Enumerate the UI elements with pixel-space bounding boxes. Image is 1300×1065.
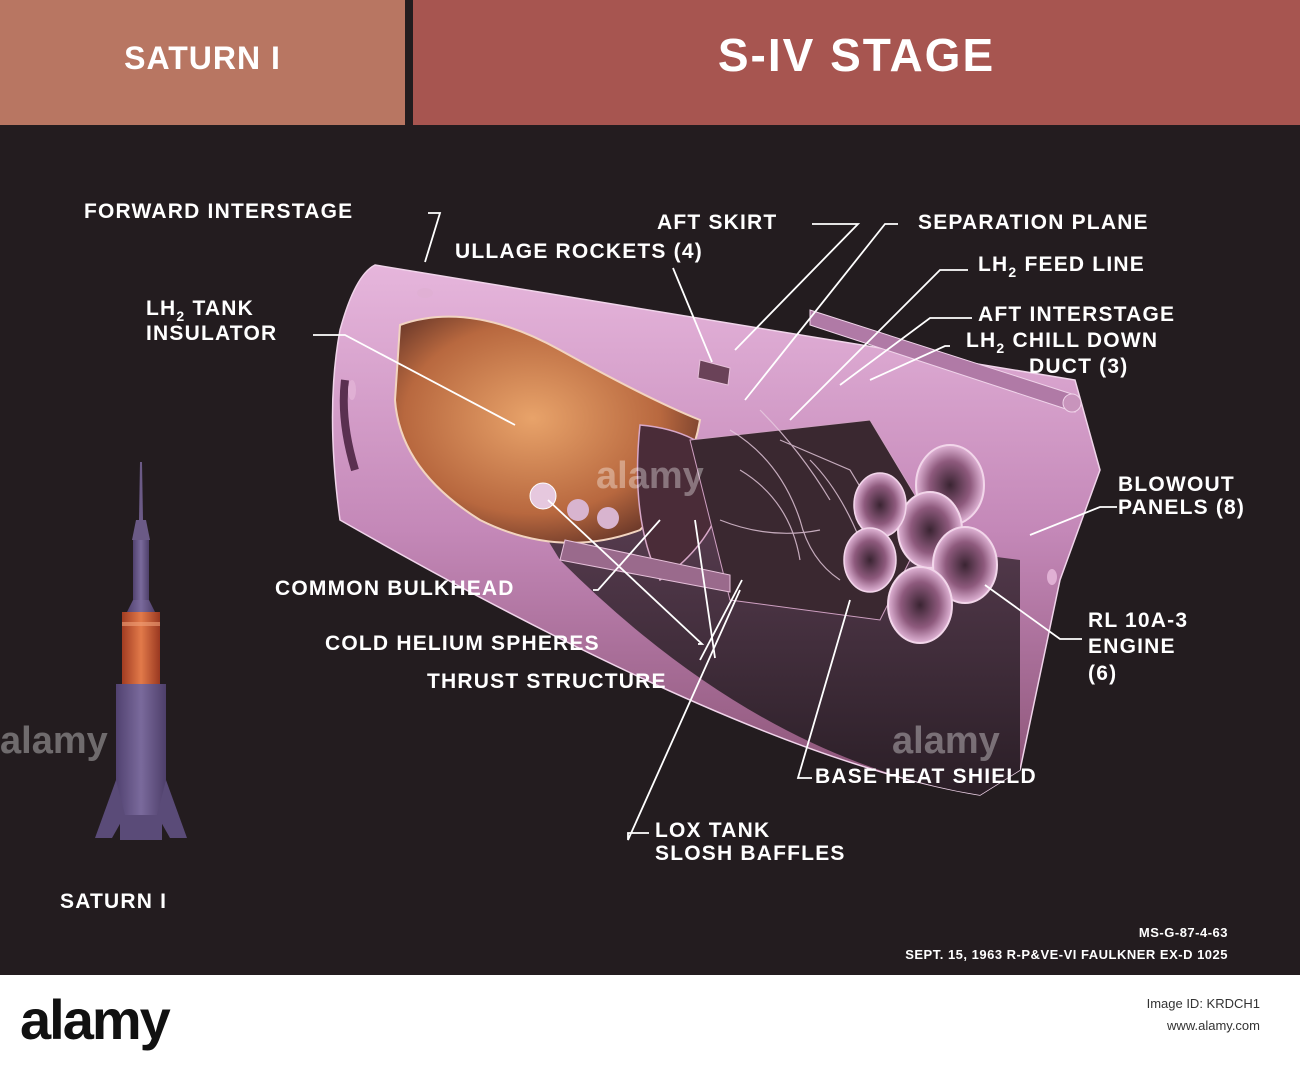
label-engine: ENGINE [1088, 635, 1176, 658]
header-left-panel: SATURN I [0, 0, 405, 125]
credit-line-2: SEPT. 15, 1963 R-P&VE-VI FAULKNER EX-D 1… [905, 947, 1228, 962]
subscript-2: 2 [176, 308, 186, 324]
label-blowout: BLOWOUT [1118, 473, 1235, 496]
label-ullage-rockets: ULLAGE ROCKETS (4) [455, 240, 703, 263]
saturn-rocket-silhouette [95, 462, 187, 840]
footer-info: Image ID: KRDCH1 www.alamy.com [1147, 993, 1260, 1037]
label-engine-count: (6) [1088, 662, 1118, 685]
header-divider [405, 0, 413, 125]
stage-cutaway-diagram [95, 212, 1117, 841]
label-lh2-chill-down: LH2 CHILL DOWN [966, 328, 1159, 356]
lh2-text: LH [978, 253, 1009, 276]
label-rl10: RL 10A-3 [1088, 609, 1189, 632]
label-lh2-tank: LH2 TANK [146, 296, 255, 324]
label-base-heat-shield: BASE HEAT SHIELD [815, 765, 1037, 788]
footer-brand-logo: alamy [20, 988, 171, 1051]
label-forward-interstage: FORWARD INTERSTAGE [84, 200, 354, 223]
header-right-panel: S-IV STAGE [413, 0, 1300, 125]
label-lh2-feed-line: LH2 FEED LINE [978, 252, 1145, 280]
tank-text: TANK [192, 297, 255, 320]
helium-spheres [529, 482, 619, 529]
watermark-right: alamy [892, 720, 1000, 762]
lh2-text: LH [966, 329, 997, 352]
label-thrust-structure: THRUST STRUCTURE [427, 670, 667, 693]
label-aft-interstage: AFT INTERSTAGE [978, 303, 1176, 326]
subscript-2: 2 [996, 340, 1006, 356]
label-duct-count: DUCT (3) [1029, 355, 1129, 378]
footer-image-id: Image ID: KRDCH1 [1146, 996, 1260, 1011]
stock-footer: alamy Image ID: KRDCH1 www.alamy.com [0, 975, 1300, 1065]
header-right-title: S-IV STAGE [717, 29, 996, 81]
footer-site: www.alamy.com [1167, 1018, 1260, 1033]
label-panels: PANELS (8) [1118, 496, 1246, 519]
credit-line-1: MS-G-87-4-63 [1138, 925, 1228, 940]
label-saturn-caption: SATURN I [60, 890, 168, 913]
stage-body [331, 264, 1101, 796]
subscript-2: 2 [1008, 264, 1018, 280]
label-slosh-baffles: SLOSH BAFFLES [655, 842, 846, 865]
label-lox-tank: LOX TANK [655, 819, 771, 842]
watermark-center: alamy [596, 455, 704, 497]
label-cold-helium-spheres: COLD HELIUM SPHERES [325, 632, 600, 655]
poster: SATURN I S-IV STAGE [0, 0, 1300, 975]
leader-lines [313, 212, 1117, 841]
lh2-text: LH [146, 297, 177, 320]
engine-cluster [843, 444, 998, 644]
watermark-left: alamy [0, 720, 108, 762]
chill-down-text: CHILL DOWN [1012, 329, 1159, 352]
label-insulator: INSULATOR [146, 322, 278, 345]
label-common-bulkhead: COMMON BULKHEAD [275, 577, 515, 600]
feed-line-text: FEED LINE [1024, 253, 1145, 276]
label-separation-plane: SEPARATION PLANE [918, 211, 1149, 234]
label-aft-skirt: AFT SKIRT [657, 211, 778, 234]
header-left-title: SATURN I [124, 40, 281, 76]
